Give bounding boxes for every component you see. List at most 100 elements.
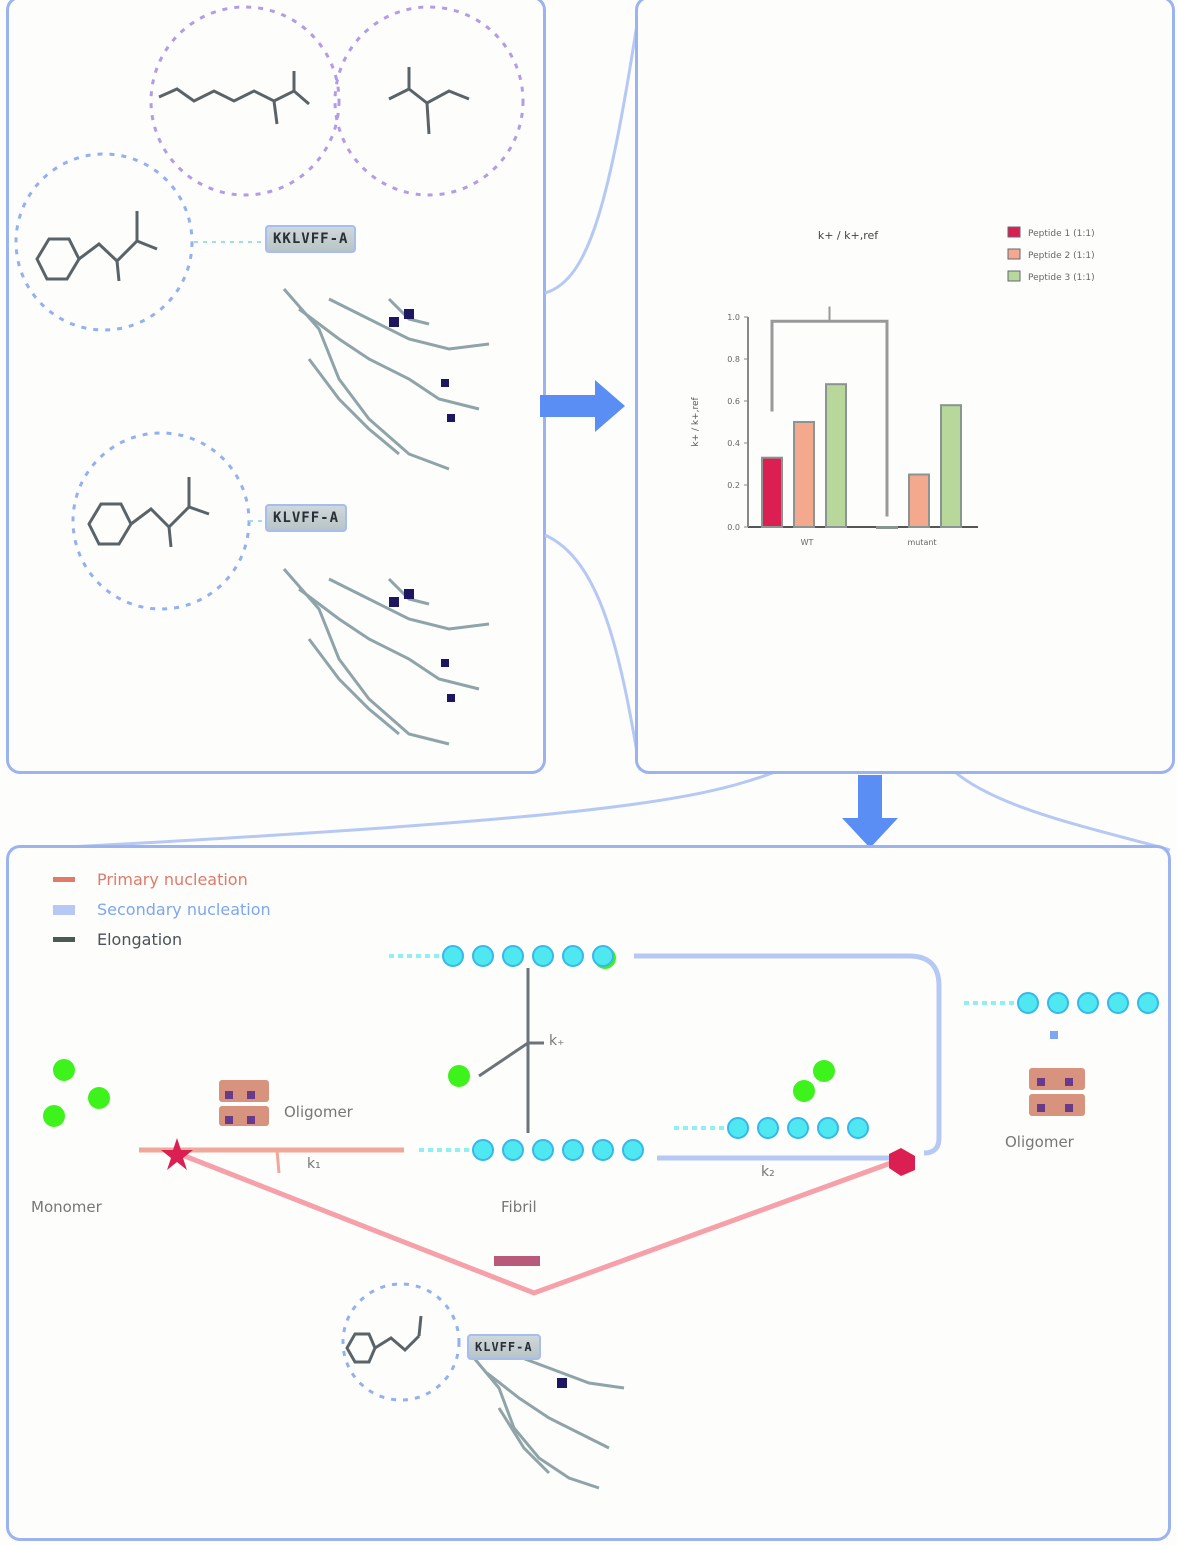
- oligomer-release-marker: [1050, 1031, 1058, 1039]
- fibril-bead: [817, 1117, 839, 1139]
- y-tick-label: 0.2: [727, 481, 740, 490]
- oligomer-left-icon: [219, 1080, 269, 1126]
- fibril-bead: [472, 1139, 494, 1161]
- aggregation-mechanism-panel: Primary nucleation Secondary nucleation …: [6, 845, 1171, 1541]
- molecule-circle-1: [149, 5, 341, 197]
- monomer-attaching: [448, 1065, 470, 1087]
- molecule-structure-1: [158, 71, 310, 125]
- zoom-connector-left: [9, 770, 776, 852]
- peptide-label-1: KKLVFF-A: [265, 225, 357, 253]
- fibril-middle: [419, 1139, 644, 1161]
- fibril-bead: [592, 945, 614, 967]
- inhibitor-molecule-circle: [341, 1282, 461, 1402]
- legend-swatch-2: [1007, 270, 1021, 282]
- chart-title: k+ / k+,ref: [818, 229, 879, 242]
- bar-mutant-0: [876, 526, 898, 529]
- bar-WT-1: [793, 421, 815, 528]
- fibril-bead: [847, 1117, 869, 1139]
- fibril-top: [389, 945, 614, 967]
- fibril-bead: [727, 1117, 749, 1139]
- legend-swatch-0: [1007, 226, 1021, 238]
- y-tick-label: 0.6: [727, 397, 740, 406]
- bar-mutant-2: [940, 404, 962, 529]
- legend-swatch-elongation: [53, 937, 75, 942]
- legend-label-elongation: Elongation: [97, 930, 183, 949]
- fibril-bead: [502, 945, 524, 967]
- fibril-group: [389, 945, 1159, 1161]
- bar-chart: k+ / k+,ref 0.0 0.2 0.4 0.6 0.8 1.0 k+ / k+,ref…: [691, 226, 1095, 547]
- zoom-connector-right: [954, 770, 1171, 852]
- zoom-connector-bottom: [544, 533, 642, 771]
- fibril-bead: [592, 1139, 614, 1161]
- molecule-circle-2: [333, 5, 525, 197]
- legend-swatch-1: [1007, 248, 1021, 260]
- zoom-connector-top: [544, 4, 642, 295]
- legend-label-0: Peptide 1 (1:1): [1028, 229, 1095, 239]
- down-arrow-icon: [842, 775, 898, 848]
- molecule-structure-3: [35, 211, 158, 282]
- fibril-bead: [1107, 992, 1129, 1014]
- legend-swatch-secondary: [53, 904, 75, 915]
- oligomer-left-label: Oligomer: [284, 1103, 353, 1121]
- legend-label-primary: Primary nucleation: [97, 870, 248, 889]
- bar-WT-0: [761, 456, 783, 529]
- legend-elongation: Elongation: [53, 930, 182, 949]
- legend-label-secondary: Secondary nucleation: [97, 900, 271, 919]
- y-tick-label: 1.0: [727, 313, 740, 322]
- monomer-label: Monomer: [31, 1198, 102, 1216]
- fibril-bead: [757, 1117, 779, 1139]
- mechanism-diagram: [43, 945, 1159, 1490]
- legend-label-2: Peptide 3 (1:1): [1028, 273, 1095, 283]
- y-tick-label: 0.4: [727, 439, 740, 448]
- oligomer-right-icon: [1029, 1068, 1085, 1116]
- protein-structure-1: [282, 288, 490, 471]
- inhibit-bar: [494, 1256, 540, 1266]
- fibril-bead: [532, 945, 554, 967]
- bar-mutant-1: [908, 473, 930, 528]
- k1-label: k₁: [307, 1156, 321, 1172]
- y-axis-label: k+ / k+,ref: [691, 397, 701, 447]
- monomer-group: [43, 947, 835, 1127]
- legend-secondary-nucleation: Secondary nucleation: [53, 900, 271, 919]
- fibril-bead: [562, 1139, 584, 1161]
- peptide-design-panel: KKLVFF-A KLVFF-A: [6, 0, 546, 774]
- chart-panel: k+ / k+,ref 0.0 0.2 0.4 0.6 0.8 1.0 k+ / k+,ref…: [635, 0, 1175, 774]
- inhibition-lines: [176, 1150, 900, 1296]
- fibril-bead: [532, 1139, 554, 1161]
- k2-label: k₂: [761, 1164, 775, 1180]
- fibril-bead: [502, 1139, 524, 1161]
- y-tick-label: 0.8: [727, 355, 740, 364]
- legend-primary-nucleation: Primary nucleation: [53, 870, 248, 889]
- legend-label-1: Peptide 2 (1:1): [1028, 251, 1095, 261]
- bar-WT-2: [825, 383, 847, 529]
- fibril-bead: [1077, 992, 1099, 1014]
- y-tick-label: 0.0: [727, 523, 740, 532]
- legend-swatch-primary: [53, 877, 75, 882]
- fibril-bead: [1137, 992, 1159, 1014]
- peptide-label-2: KLVFF-A: [265, 504, 348, 532]
- inhibit-star-primary: [161, 1138, 193, 1170]
- inhibit-marker-secondary: [889, 1148, 915, 1176]
- right-arrow-icon: [540, 380, 625, 432]
- kplus-label: k₊: [549, 1033, 565, 1049]
- fibril-secondary: [674, 1117, 869, 1139]
- peptide-label-bottom: KLVFF-A: [467, 1334, 541, 1360]
- fibril-label: Fibril: [501, 1198, 537, 1216]
- residue-markers: [389, 309, 455, 702]
- oligomer-right-label: Oligomer: [1005, 1133, 1074, 1151]
- fibril-bead: [1047, 992, 1069, 1014]
- x-tick-label: mutant: [907, 538, 936, 547]
- peptide-design-drawing: [14, 5, 525, 746]
- molecule-circle-3: [14, 152, 194, 332]
- protein-structure-bottom: [472, 1351, 625, 1490]
- fibril-right: [964, 992, 1159, 1014]
- inhibitor-molecule-structure: [345, 1315, 423, 1364]
- protein-structure-2: [282, 568, 490, 746]
- molecule-structure-4: [87, 477, 210, 548]
- molecule-structure-2: [388, 67, 470, 135]
- fibril-bead: [787, 1117, 809, 1139]
- fibril-bead: [442, 945, 464, 967]
- fibril-bead: [622, 1139, 644, 1161]
- fibril-bead: [562, 945, 584, 967]
- fibril-bead: [1017, 992, 1039, 1014]
